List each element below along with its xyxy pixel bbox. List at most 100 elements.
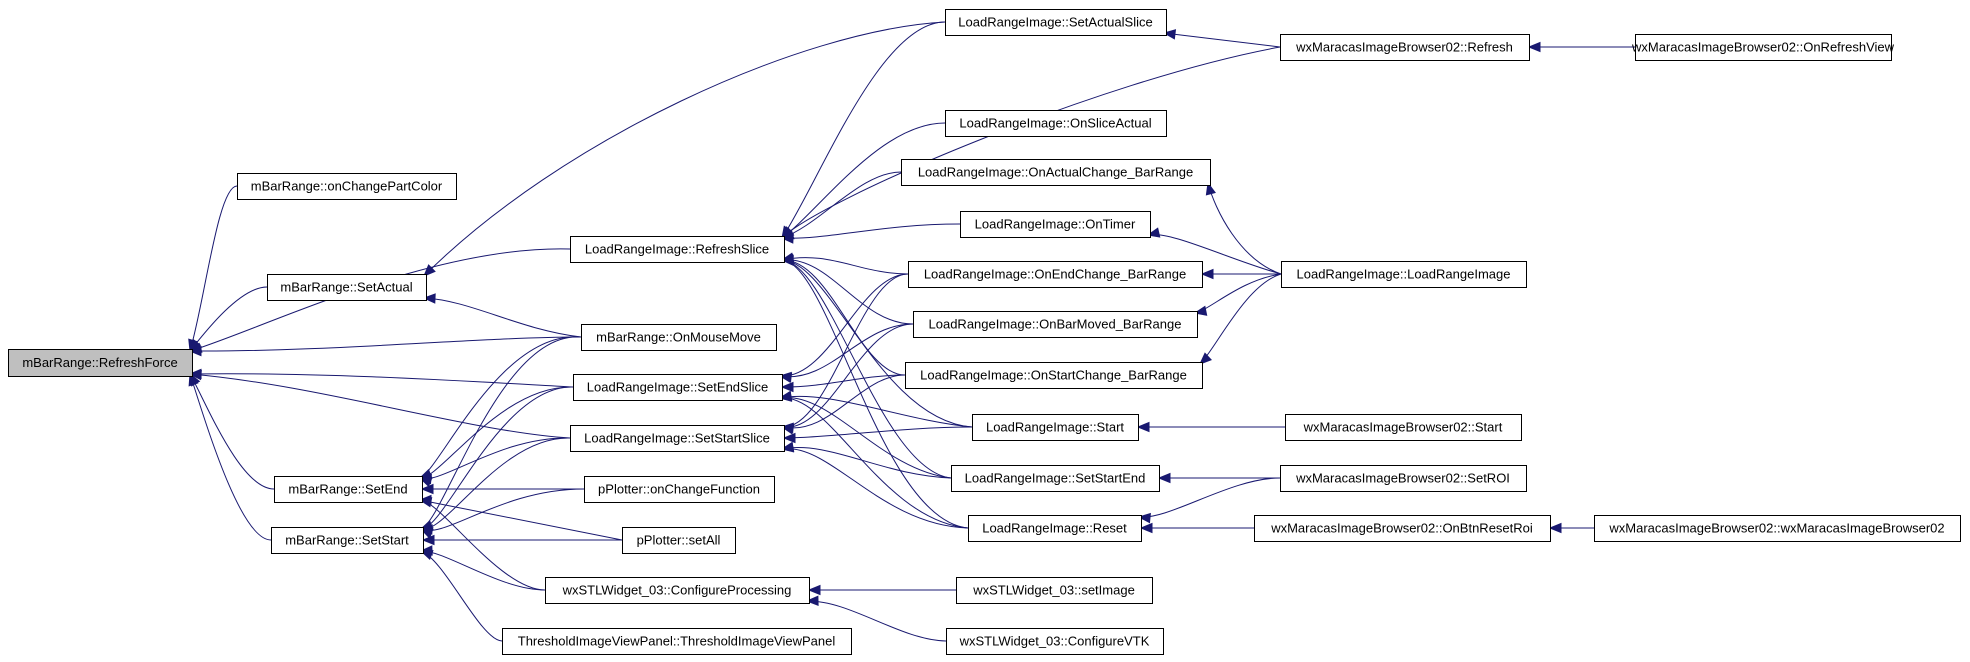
node-box[interactable] (908, 261, 1203, 288)
node-box[interactable] (584, 476, 775, 503)
arrowhead-lrl-to-osc (1199, 352, 1212, 365)
edge-sas-to-sa (423, 21, 946, 277)
edge-ses-to-rf (189, 373, 574, 388)
arrowhead-sss-to-rf (188, 369, 202, 381)
node-wst[interactable]: wxMaracasImageBrowser02::Start (1285, 414, 1522, 441)
node-box[interactable] (545, 577, 810, 604)
edge-wref-to-sas (1163, 32, 1281, 48)
node-omm[interactable]: mBarRange::OnMouseMove (581, 324, 777, 351)
node-wctor[interactable]: wxMaracasImageBrowser02::wxMaracasImageB… (1594, 515, 1961, 542)
arrowhead-psa-to-ss (421, 534, 435, 546)
arrowhead-lst-to-sss (782, 432, 796, 444)
node-box[interactable] (1635, 34, 1892, 61)
arrowhead-ot-to-lrs (780, 233, 794, 244)
node-label: wxMaracasImageBrowser02::SetROI (1295, 471, 1510, 486)
node-label: LoadRangeImage::OnSliceActual (959, 116, 1151, 131)
node-box[interactable] (8, 349, 193, 377)
node-box[interactable] (267, 274, 427, 301)
node-ss[interactable]: mBarRange::SetStart (271, 527, 424, 554)
node-box[interactable] (945, 110, 1167, 137)
node-box[interactable] (573, 374, 783, 401)
node-label: wxSTLWidget_03::setImage (972, 583, 1135, 598)
node-box[interactable] (1281, 261, 1527, 288)
edge-sss-to-ss (420, 437, 571, 530)
node-box[interactable] (271, 527, 424, 554)
edge-sas-to-lrs (781, 21, 946, 239)
arrowhead-worv-to-wref (1527, 41, 1541, 53)
node-label: LoadRangeImage::Start (986, 420, 1124, 435)
node-wcv[interactable]: wxSTLWidget_03::ConfigureVTK (946, 628, 1164, 655)
node-label: wxMaracasImageBrowser02::Start (1303, 420, 1503, 435)
node-box[interactable] (502, 628, 852, 655)
edge-sa-to-rf (189, 286, 268, 352)
node-box[interactable] (570, 425, 785, 452)
node-box[interactable] (901, 159, 1211, 186)
node-wref[interactable]: wxMaracasImageBrowser02::Refresh (1280, 34, 1530, 61)
node-se[interactable]: mBarRange::SetEnd (274, 476, 423, 503)
node-lsse[interactable]: LoadRangeImage::SetStartEnd (951, 465, 1160, 492)
node-box[interactable] (1280, 465, 1527, 492)
node-label: wxMaracasImageBrowser02::OnRefreshView (1631, 40, 1895, 55)
arrowhead-lre-to-ses (778, 391, 793, 402)
node-wcp[interactable]: wxSTLWidget_03::ConfigureProcessing (545, 577, 810, 604)
node-obm[interactable]: LoadRangeImage::OnBarMoved_BarRange (913, 311, 1198, 338)
node-psa[interactable]: pPlotter::setAll (622, 527, 736, 554)
node-pocf[interactable]: pPlotter::onChangeFunction (584, 476, 775, 503)
node-sss[interactable]: LoadRangeImage::SetStartSlice (570, 425, 785, 452)
edge-obm-to-lrs (781, 259, 914, 325)
node-oec[interactable]: LoadRangeImage::OnEndChange_BarRange (908, 261, 1203, 288)
arrowhead-osc-to-ses (780, 381, 794, 393)
node-osc[interactable]: LoadRangeImage::OnStartChange_BarRange (905, 362, 1203, 389)
node-wobr[interactable]: wxMaracasImageBrowser02::OnBtnResetRoi (1254, 515, 1551, 542)
arrowhead-omm-to-rf (188, 345, 202, 357)
node-box[interactable] (1254, 515, 1551, 542)
node-box[interactable] (622, 527, 736, 554)
node-tivp[interactable]: ThresholdImageViewPanel::ThresholdImageV… (502, 628, 852, 655)
node-lre[interactable]: LoadRangeImage::Reset (968, 515, 1142, 542)
node-lrs[interactable]: LoadRangeImage::RefreshSlice (570, 236, 785, 263)
node-lst[interactable]: LoadRangeImage::Start (972, 414, 1139, 441)
node-box[interactable] (1285, 414, 1522, 441)
node-oac[interactable]: LoadRangeImage::OnActualChange_BarRange (901, 159, 1211, 186)
node-box[interactable] (972, 414, 1139, 441)
node-worv[interactable]: wxMaracasImageBrowser02::OnRefreshView (1631, 34, 1895, 61)
node-lrl[interactable]: LoadRangeImage::LoadRangeImage (1281, 261, 1527, 288)
node-box[interactable] (945, 9, 1167, 36)
node-label: wxMaracasImageBrowser02::OnBtnResetRoi (1270, 521, 1533, 536)
edge-lre-to-sss (781, 448, 969, 529)
node-box[interactable] (237, 173, 457, 200)
node-sa[interactable]: mBarRange::SetActual (267, 274, 427, 301)
node-rf[interactable]: mBarRange::RefreshForce (8, 349, 193, 377)
node-box[interactable] (581, 324, 777, 351)
node-wsr[interactable]: wxMaracasImageBrowser02::SetROI (1280, 465, 1527, 492)
node-box[interactable] (946, 628, 1164, 655)
edge-lst-to-lrs (781, 259, 973, 428)
node-box[interactable] (956, 577, 1153, 604)
node-box[interactable] (913, 311, 1198, 338)
node-ocpc[interactable]: mBarRange::onChangePartColor (237, 173, 457, 200)
edge-wref-to-lrs (781, 46, 1281, 239)
arrowhead-wref-to-sas (1162, 29, 1177, 40)
node-box[interactable] (1280, 34, 1530, 61)
node-wsi[interactable]: wxSTLWidget_03::setImage (956, 577, 1153, 604)
node-label: pPlotter::onChangeFunction (598, 482, 760, 497)
node-box[interactable] (951, 465, 1160, 492)
node-box[interactable] (570, 236, 785, 263)
edge-wcv-to-wcp (806, 600, 947, 642)
node-ses[interactable]: LoadRangeImage::SetEndSlice (573, 374, 783, 401)
edge-pocf-to-ss (420, 488, 585, 531)
node-box[interactable] (274, 476, 423, 503)
node-ot[interactable]: LoadRangeImage::OnTimer (960, 211, 1151, 238)
node-box[interactable] (960, 211, 1151, 238)
edge-lsse-to-sss (781, 447, 952, 479)
node-sas[interactable]: LoadRangeImage::SetActualSlice (945, 9, 1167, 36)
node-box[interactable] (968, 515, 1142, 542)
arrowhead-wsr-to-lsse (1157, 472, 1171, 484)
node-box[interactable] (1594, 515, 1961, 542)
node-box[interactable] (905, 362, 1203, 389)
edge-obm-to-ses (779, 323, 914, 378)
node-osa[interactable]: LoadRangeImage::OnSliceActual (945, 110, 1167, 137)
arrowhead-wsi-to-wcp (807, 584, 821, 596)
edge-wsr-to-lre (1138, 477, 1281, 518)
